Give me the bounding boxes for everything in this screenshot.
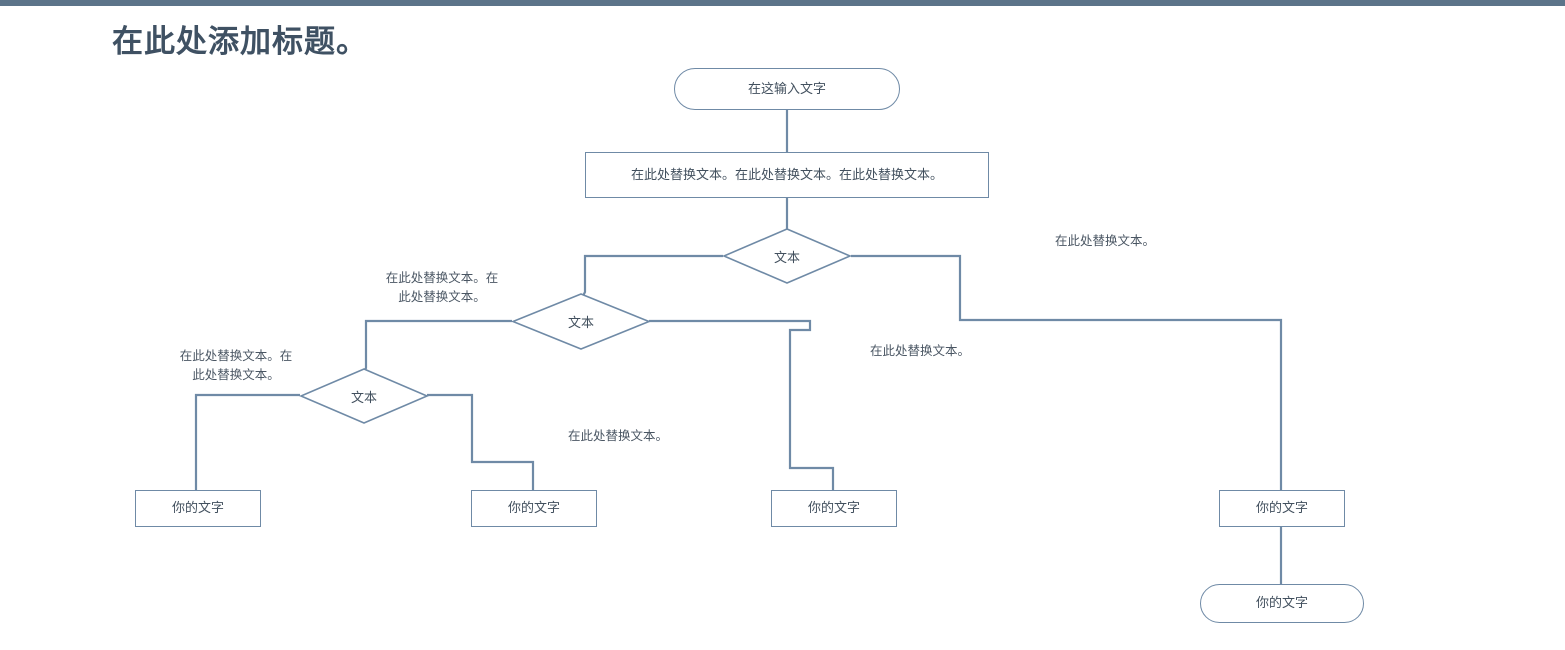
- edge-label-decision3-right: 在此处替换文本。: [568, 429, 669, 443]
- node-out2-label: 你的文字: [507, 500, 560, 516]
- node-end-label: 你的文字: [1255, 595, 1308, 611]
- node-out1-label: 你的文字: [171, 500, 224, 516]
- edge-decision2-decision3: [363, 319, 512, 373]
- node-start[interactable]: 在这输入文字: [674, 68, 900, 110]
- node-out3[interactable]: 你的文字: [771, 490, 897, 527]
- edge-label-decision2-left: 在此处替换文本。在 此处替换文本。: [179, 349, 293, 382]
- node-out4[interactable]: 你的文字: [1219, 490, 1345, 527]
- node-out1[interactable]: 你的文字: [135, 490, 261, 527]
- edge-decision3-out2: [427, 393, 535, 490]
- node-out3-label: 你的文字: [807, 500, 860, 516]
- edge-decision3-out1: [194, 393, 300, 490]
- node-end[interactable]: 你的文字: [1200, 584, 1364, 623]
- node-process1[interactable]: 在此处替换文本。在此处替换文本。在此处替换文本。: [585, 152, 989, 198]
- edge-label-decision1-left: 在此处替换文本。在 此处替换文本。: [385, 271, 499, 304]
- edge-decision2-out3: [649, 319, 835, 490]
- edge-decision1-out4: [851, 254, 1283, 490]
- node-decision1[interactable]: 文本: [721, 228, 853, 284]
- edge-label-decision1-right: 在此处替换文本。: [1055, 234, 1156, 248]
- edge-decision1-decision2: [582, 254, 723, 297]
- top-accent-bar: [0, 0, 1565, 6]
- node-start-label: 在这输入文字: [747, 80, 826, 96]
- edge-label-decision2-right: 在此处替换文本。: [870, 344, 971, 358]
- page-title: 在此处添加标题。: [112, 24, 368, 59]
- node-process1-label: 在此处替换文本。在此处替换文本。在此处替换文本。: [630, 166, 943, 182]
- node-out4-label: 你的文字: [1255, 500, 1308, 516]
- node-decision2[interactable]: 文本: [510, 293, 652, 350]
- node-out2[interactable]: 你的文字: [471, 490, 597, 527]
